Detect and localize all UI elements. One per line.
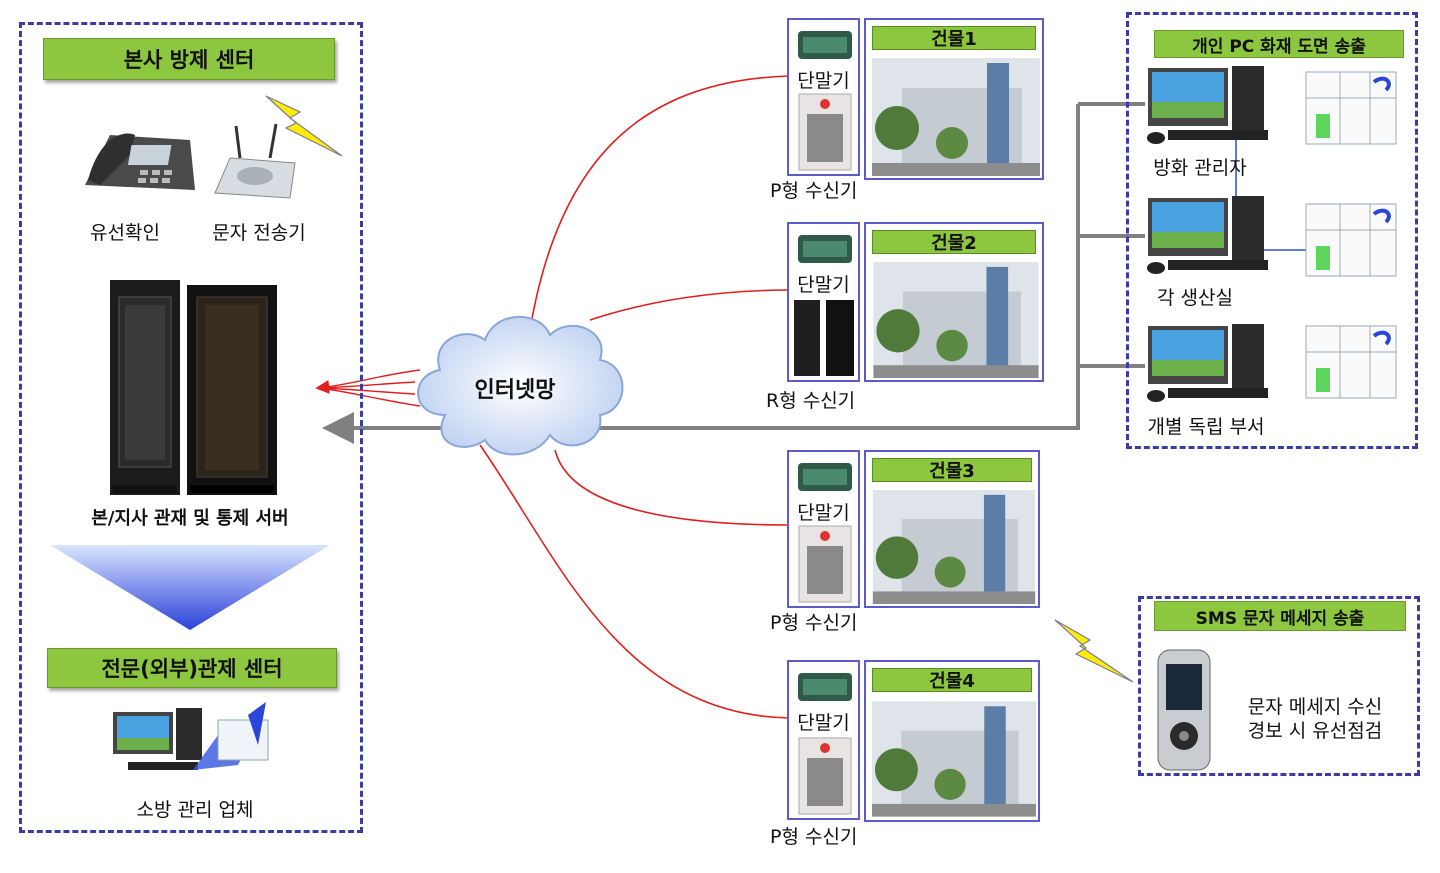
terminal-icon	[798, 463, 852, 491]
building-title: 건물3	[872, 458, 1032, 482]
lightning-icon-sms	[1054, 619, 1134, 683]
terminal-frame-3: 단말기	[787, 450, 860, 608]
floorplan-icon	[1305, 325, 1397, 399]
terminal-label: 단말기	[797, 274, 850, 296]
server-label: 본/지사 관재 및 통제 서버	[91, 508, 289, 529]
terminal-label: 단말기	[797, 502, 850, 524]
building-frame-3: 건물3	[864, 450, 1040, 608]
hq-panel	[19, 22, 363, 833]
pc-icon	[1147, 196, 1268, 274]
terminal-icon	[798, 673, 852, 701]
link-building3	[554, 449, 791, 526]
receiver-label: R형 수신기	[766, 390, 856, 412]
receiver-label: P형 수신기	[770, 180, 858, 202]
floorplan-icon	[1305, 203, 1397, 277]
pc-panel-title: 개인 PC 화재 도면 송출	[1154, 30, 1404, 58]
sms-sender-label: 문자 전송기	[212, 222, 306, 244]
cloud-icon	[417, 315, 624, 456]
terminal-label: 단말기	[797, 70, 850, 92]
lightning-icon-hq	[265, 95, 343, 157]
link-building4	[479, 444, 791, 719]
building-frame-2: 건물2	[864, 222, 1044, 382]
rack-receiver-icon	[794, 300, 854, 376]
receiver-icon	[798, 93, 852, 171]
building-photo	[872, 701, 1036, 817]
terminal-frame-1: 단말기	[787, 18, 860, 176]
terminal-icon	[798, 235, 852, 263]
pc-item-label: 개별 독립 부서	[1147, 416, 1265, 438]
terminal-label: 단말기	[797, 712, 850, 734]
external-label: 소방 관리 업체	[136, 799, 254, 821]
mobile-phone-icon	[1157, 649, 1211, 771]
building-title: 건물4	[872, 668, 1032, 692]
link-building1	[529, 75, 791, 331]
terminal-icon	[798, 31, 852, 59]
pc-icon	[1147, 324, 1268, 402]
phone-label: 유선확인	[90, 222, 160, 244]
pc-icon	[1147, 66, 1268, 144]
sms-panel	[1138, 596, 1420, 776]
external-title: 전문(외부)관제 센터	[47, 648, 337, 688]
floorplan-icon	[1305, 71, 1397, 145]
building-frame-4: 건물4	[864, 660, 1040, 822]
pc-panel	[1126, 12, 1418, 449]
down-arrow	[50, 545, 330, 630]
sms-line2: 경보 시 유선점검	[1247, 720, 1383, 742]
building-title: 건물1	[872, 26, 1036, 50]
building-photo	[872, 58, 1040, 176]
building-photo	[873, 262, 1039, 378]
telephone-icon	[85, 133, 195, 190]
sms-sender-icon	[214, 123, 296, 199]
building-photo	[872, 490, 1036, 604]
server-rack-icon	[110, 280, 277, 495]
hq-title: 본사 방제 센터	[43, 38, 335, 80]
building-title: 건물2	[872, 230, 1036, 254]
terminal-frame-2: 단말기	[787, 222, 860, 382]
network-label: 인터넷망	[474, 378, 556, 403]
terminal-frame-4: 단말기	[787, 660, 860, 820]
external-pc-icon	[113, 702, 269, 770]
receiver-icon	[798, 737, 852, 815]
building-frame-1: 건물1	[864, 18, 1044, 180]
receiver-label: P형 수신기	[770, 826, 858, 848]
pc-item-label: 방화 관리자	[1153, 157, 1247, 179]
sms-line1: 문자 메세지 수신	[1247, 696, 1383, 718]
sms-panel-title: SMS 문자 메세지 송출	[1154, 601, 1406, 631]
pc-item-label: 각 생산실	[1157, 287, 1233, 309]
link-building2	[589, 289, 791, 321]
receiver-icon	[798, 525, 852, 603]
receiver-label: P형 수신기	[770, 612, 858, 634]
